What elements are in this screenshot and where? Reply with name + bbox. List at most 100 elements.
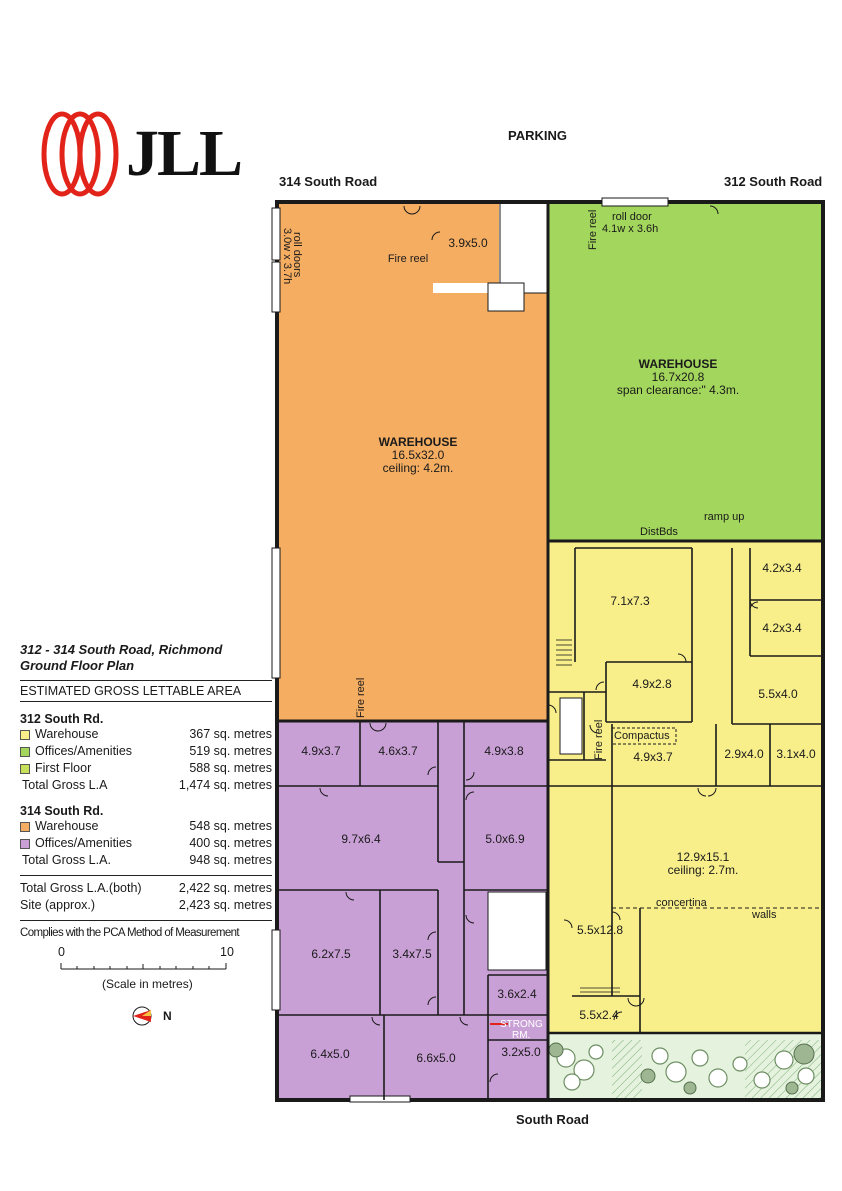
legend-312-first-floor-value: 588 sq. metres <box>189 761 272 775</box>
wh314-title: WAREHOUSE <box>379 435 458 449</box>
room-12-9x15-1-label: 12.9x15.1 <box>677 850 730 864</box>
offices-312-zone <box>548 541 822 1033</box>
legend-312-row-offices: Offices/Amenities 519 sq. metres <box>20 743 272 760</box>
legend-both-total: Total Gross L.A.(both) 2,422 sq. metres <box>20 880 272 897</box>
legend-312-row-warehouse: Warehouse 367 sq. metres <box>20 726 272 743</box>
wh314-dims: 16.5x32.0 <box>392 448 445 462</box>
room-9-7x6-4-label: 9.7x6.4 <box>341 832 381 846</box>
garden-trees <box>556 1044 815 1091</box>
room-6-4x5-0-label: 6.4x5.0 <box>310 1047 350 1061</box>
room-4-2x3-4-b-label: 4.2x3.4 <box>762 621 802 635</box>
room-2-9x4-0-label: 2.9x4.0 <box>724 747 764 761</box>
garden-path <box>612 1040 642 1099</box>
legend-312-first-floor-label: First Floor <box>35 761 92 775</box>
legend-312-offices-value: 519 sq. metres <box>189 744 272 758</box>
internal-walls-314 <box>278 721 548 1100</box>
legend-separator-2 <box>20 920 272 921</box>
wh312-title: WAREHOUSE <box>639 357 718 371</box>
room-5-5x2-4-label: 5.5x2.4 <box>579 1008 619 1022</box>
jll-logo-text: JLL <box>126 117 243 190</box>
wh312-note: span clearance:" 4.3m. <box>617 383 739 397</box>
distbds-label: DistBds <box>640 526 678 538</box>
swatch-312-offices <box>20 746 30 757</box>
legend-314-row-warehouse: Warehouse 548 sq. metres <box>20 818 272 835</box>
room-5-5x12-8-label: 5.5x12.8 <box>577 923 623 937</box>
room-7-1x7-3-label: 7.1x7.3 <box>610 594 650 608</box>
scale-min: 0 <box>58 945 65 959</box>
room-12-9-note: ceiling: 2.7m. <box>668 863 739 877</box>
wh312-dims: 16.7x20.8 <box>652 370 705 384</box>
room-3-2x5-0-label: 3.2x5.0 <box>501 1045 541 1059</box>
area-legend: 312 - 314 South Road, Richmond Ground Fl… <box>20 642 272 1003</box>
warehouse-312-zone <box>548 203 822 541</box>
room-3-6x2-4-label: 3.6x2.4 <box>497 987 537 1001</box>
legend-314-total: Total Gross L.A. 948 sq. metres <box>20 852 272 869</box>
legend-312-total: Total Gross L.A 1,474 sq. metres <box>20 777 272 794</box>
room-4-6x3-7-label: 4.6x3.7 <box>378 744 418 758</box>
room-4-9x3-7-c-label: 4.9x3.7 <box>633 750 673 764</box>
312-south-road-label: 312 South Road <box>724 174 823 189</box>
legend-site: Site (approx.) 2,423 sq. metres <box>20 897 272 914</box>
legend-separator <box>20 875 272 876</box>
room-4-9x3-7-a-label: 4.9x3.7 <box>301 744 341 758</box>
plan-annotations: Fire reel roll doors 3.0w x 3.7h roll do… <box>281 210 777 1041</box>
toilets-314 <box>499 202 549 294</box>
legend-312-heading: 312 South Rd. <box>20 712 104 726</box>
toilets-314-offices <box>487 891 547 971</box>
roll-doors-size: 3.0w x 3.7h <box>281 228 293 284</box>
swatch-314-warehouse <box>20 821 30 832</box>
legend-312-warehouse-label: Warehouse <box>35 727 99 741</box>
strong-room-label: STRONG <box>500 1019 543 1030</box>
legend-site-label: Site (approx.) <box>20 898 96 912</box>
jll-logo-mark <box>41 111 119 197</box>
legend-314-total-label: Total Gross L.A. <box>22 853 111 867</box>
legend-312-offices-label: Offices/Amenities <box>35 744 133 758</box>
legend-314-total-value: 948 sq. metres <box>189 853 272 867</box>
room-4-9x2-8-label: 4.9x2.8 <box>632 677 672 691</box>
swatch-312-warehouse <box>20 729 30 740</box>
fire-reel-312-south-label: Fire reel <box>593 720 605 760</box>
stairs <box>556 639 620 993</box>
compactus-label: Compactus <box>614 730 670 742</box>
internal-walls-312 <box>548 547 822 1033</box>
swatch-312-first-floor <box>20 763 30 774</box>
room-4-2x3-4-a-label: 4.2x3.4 <box>762 561 802 575</box>
legend-312-row-first-floor: First Floor 588 sq. metres <box>20 760 272 777</box>
legend-314-row-offices: Offices/Amenities 400 sq. metres <box>20 835 272 852</box>
legend-314-offices-label: Offices/Amenities <box>35 836 133 850</box>
south-road-label: South Road <box>516 1112 589 1127</box>
fire-reel-314-south-label: Fire reel <box>355 678 367 718</box>
swatch-314-offices <box>20 838 30 849</box>
legend-title-floor: Ground Floor Plan <box>20 658 135 673</box>
wh314-note: ceiling: 4.2m. <box>383 461 454 475</box>
legend-312-warehouse-value: 367 sq. metres <box>189 727 272 741</box>
north-label: N <box>163 1009 172 1023</box>
room-6-6x5-0-label: 6.6x5.0 <box>416 1051 456 1065</box>
room-4-9x3-8-label: 4.9x3.8 <box>484 744 524 758</box>
scale-bar: 0 10 (Scale in metres) <box>20 943 272 1003</box>
room-6-2x7-5-label: 6.2x7.5 <box>311 947 351 961</box>
room-3-4x7-5-label: 3.4x7.5 <box>392 947 432 961</box>
roll-door-label: roll door <box>612 211 652 223</box>
legend-title-address: 312 - 314 South Road, Richmond <box>20 642 223 657</box>
legend-site-value: 2,423 sq. metres <box>178 898 272 912</box>
legend-both-value: 2,422 sq. metres <box>178 881 272 895</box>
legend-312-total-label: Total Gross L.A <box>22 778 108 792</box>
toilets-312 <box>559 697 583 755</box>
legend-314-offices-value: 400 sq. metres <box>189 836 272 850</box>
room-3-9x5-0-label: 3.9x5.0 <box>448 236 488 250</box>
lobby-314 <box>487 282 525 312</box>
legend-subtitle: ESTIMATED GROSS LETTABLE AREA <box>20 680 272 702</box>
scale-label: (Scale in metres) <box>102 977 193 991</box>
strong-room-rm-label: RM. <box>512 1030 530 1041</box>
fire-reel-312-label: Fire reel <box>587 210 599 250</box>
room-5-0x6-9-label: 5.0x6.9 <box>485 832 525 846</box>
scale-max: 10 <box>220 945 234 959</box>
room-labels: WAREHOUSE 16.5x32.0 ceiling: 4.2m. WAREH… <box>301 236 816 1065</box>
north-arrow-icon <box>132 1006 152 1026</box>
room-5-5x4-0-label: 5.5x4.0 <box>758 687 798 701</box>
roll-door-size: 4.1w x 3.6h <box>602 223 658 235</box>
legend-314-heading: 314 South Rd. <box>20 804 104 818</box>
door-swings <box>319 205 759 1083</box>
